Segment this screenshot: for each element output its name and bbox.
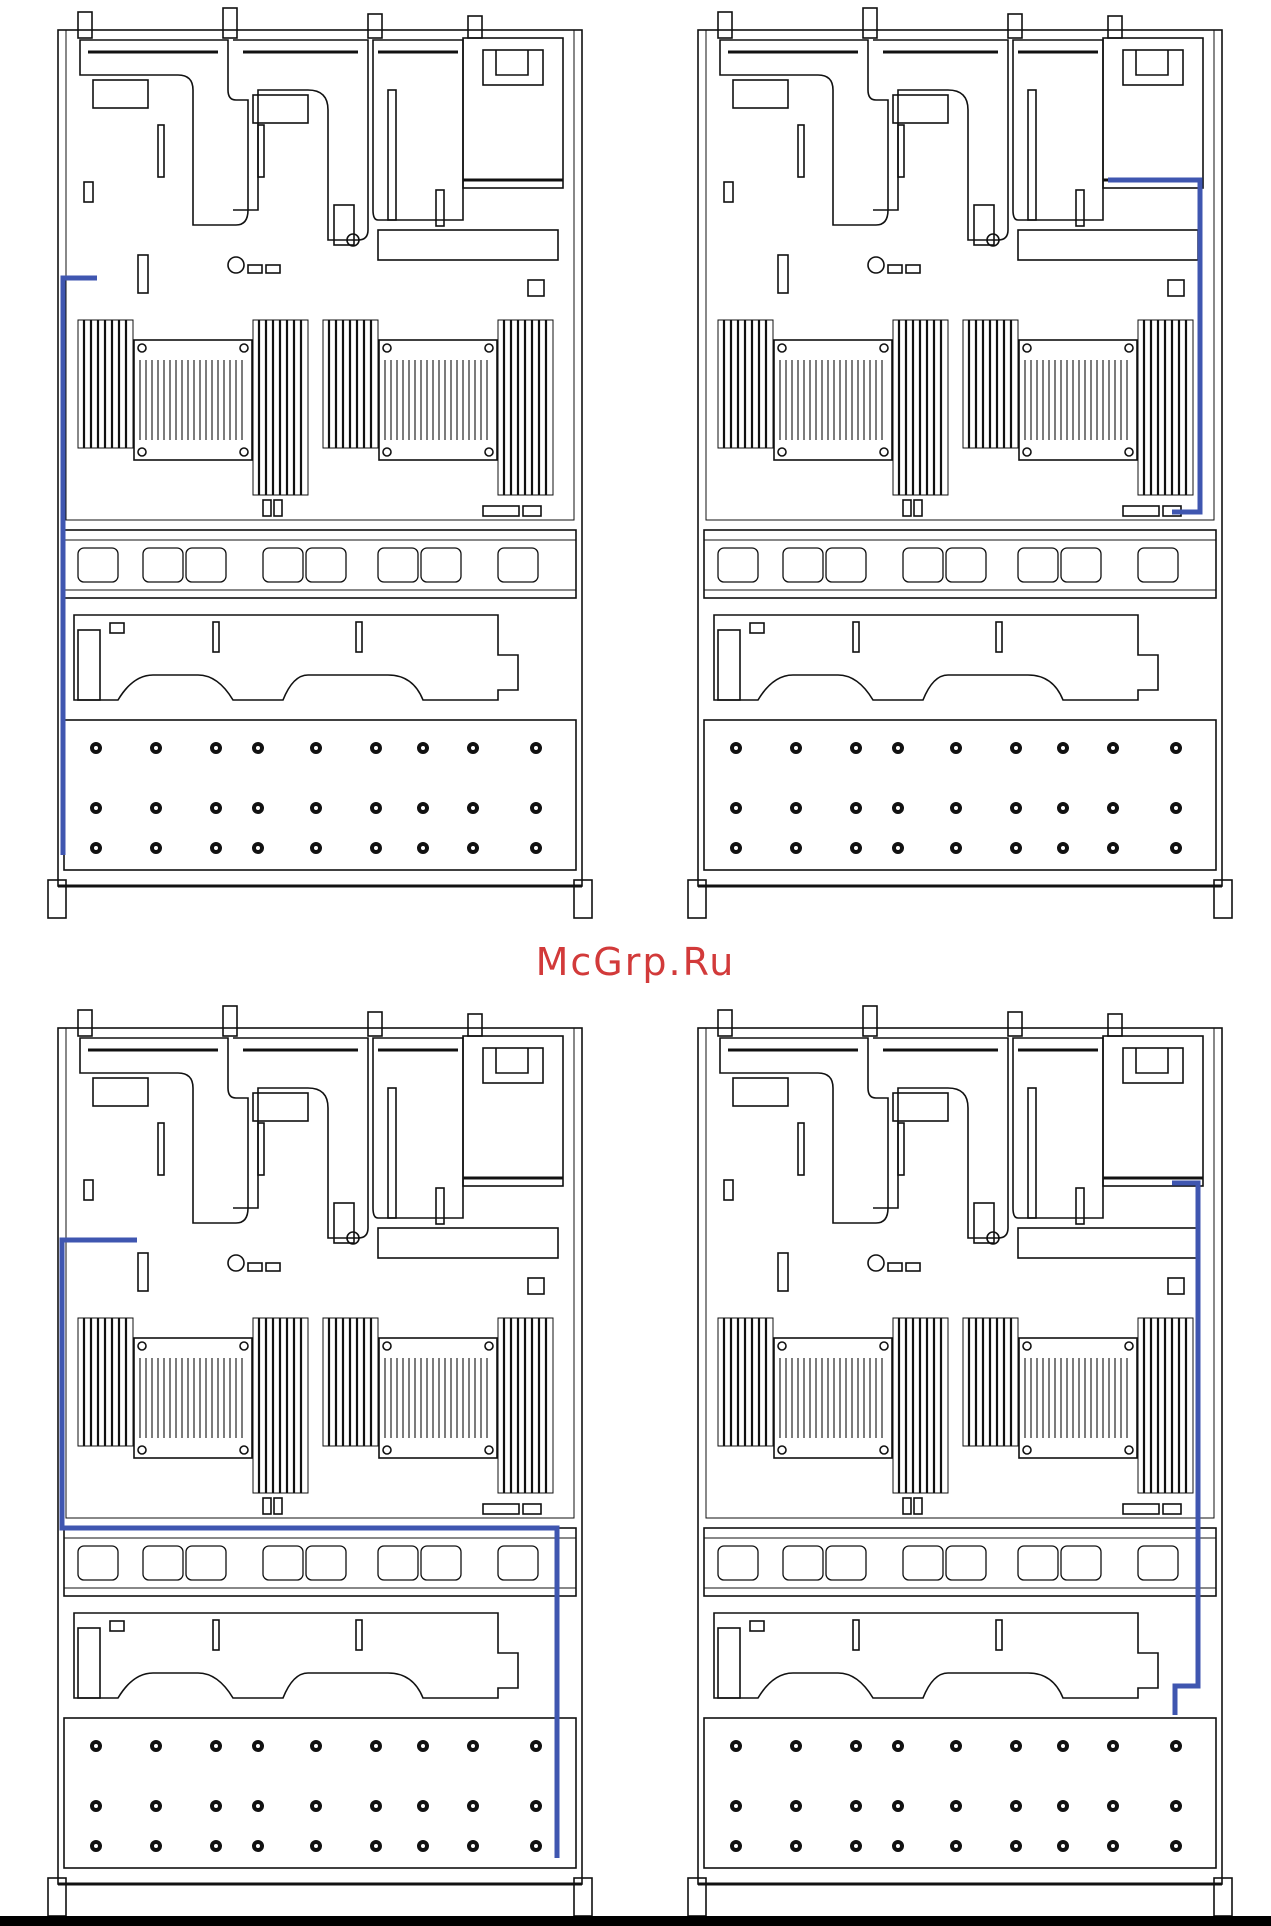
- server-chassis-top-left: [48, 8, 592, 918]
- server-chassis-bottom-right: [688, 1006, 1232, 1916]
- cable-route-bottom-left: [62, 1240, 557, 1858]
- server-chassis-top-right: [688, 8, 1232, 918]
- server-chassis-bottom-left: [48, 1006, 592, 1916]
- footer-rule: [0, 1916, 1271, 1926]
- watermark: McGrp.Ru: [0, 940, 1271, 984]
